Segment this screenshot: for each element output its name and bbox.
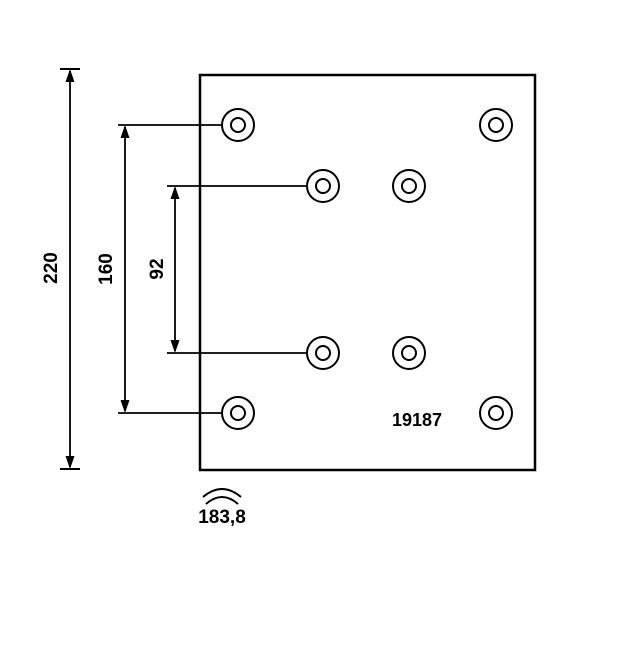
arrow-down-icon — [170, 340, 180, 353]
arrow-up-icon — [170, 186, 180, 199]
curvature-arc-icon — [202, 488, 242, 505]
arrow-down-icon — [65, 456, 75, 469]
dim-label-inner-spacing: 92 — [147, 258, 168, 279]
rivet-hole — [221, 396, 255, 430]
rivet-hole — [221, 108, 255, 142]
dim-label-outer-spacing: 160 — [96, 253, 117, 285]
plate-outline — [198, 73, 537, 472]
rivet-hole — [306, 336, 340, 370]
dimension-92: 92 — [147, 185, 307, 354]
part-number: 19187 — [392, 410, 442, 430]
dim-label-bottom-width: 183,8 — [198, 507, 246, 528]
rivet-hole — [306, 169, 340, 203]
arrow-up-icon — [65, 69, 75, 82]
dim-label-total-height: 220 — [41, 252, 62, 284]
rivet-hole — [392, 169, 426, 203]
dimension-160: 160 — [96, 124, 222, 414]
arrow-down-icon — [120, 400, 130, 413]
arrow-up-icon — [120, 125, 130, 138]
rivet-hole — [479, 108, 513, 142]
rivet-hole — [479, 396, 513, 430]
rivet-hole — [392, 336, 426, 370]
rivet-holes — [221, 108, 513, 430]
dimension-220: 220 — [41, 68, 80, 470]
